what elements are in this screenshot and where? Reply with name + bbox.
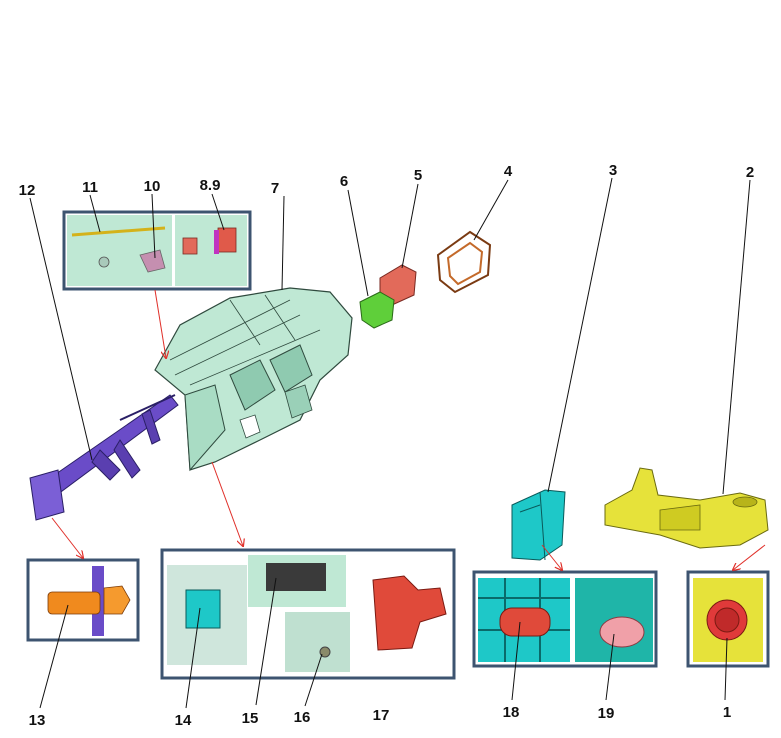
vent-frame-part-4 [436, 230, 492, 294]
inset-box-part-1 [686, 570, 770, 668]
callout-10: 10 [144, 178, 161, 195]
callout-18: 18 [503, 704, 520, 721]
center-console-part-2 [604, 467, 769, 549]
callout-4: 4 [504, 163, 513, 180]
callout-labels: 1 2 3 4 5 6 7 8.9 10 11 12 13 14 15 16 1… [19, 162, 755, 729]
instrument-panel [154, 287, 353, 472]
callout-7: 7 [271, 180, 279, 197]
bracket-part-3 [511, 489, 566, 561]
vent-grille-part-6 [359, 291, 395, 329]
callout-1: 1 [723, 704, 731, 721]
detail-arrows [51, 289, 766, 570]
callout-14: 14 [175, 712, 192, 729]
callout-13: 13 [29, 712, 46, 729]
inset-box-top-left [62, 210, 252, 291]
inset-box-bottom-middle [160, 548, 456, 680]
inset-box-bottom-right [472, 570, 658, 668]
callout-2: 2 [746, 164, 754, 181]
callout-6: 6 [340, 173, 348, 190]
callout-16: 16 [294, 709, 311, 726]
callout-8-9: 8.9 [200, 177, 221, 194]
callout-15: 15 [242, 710, 259, 727]
cross-car-beam [29, 394, 179, 521]
callout-19: 19 [598, 705, 615, 722]
callout-11: 11 [82, 179, 98, 196]
callout-5: 5 [414, 167, 422, 184]
leader-lines [29, 177, 751, 709]
callout-3: 3 [609, 162, 617, 179]
callout-12: 12 [19, 182, 36, 199]
callout-17: 17 [373, 707, 390, 724]
inset-box-bolt-13 [26, 558, 140, 642]
